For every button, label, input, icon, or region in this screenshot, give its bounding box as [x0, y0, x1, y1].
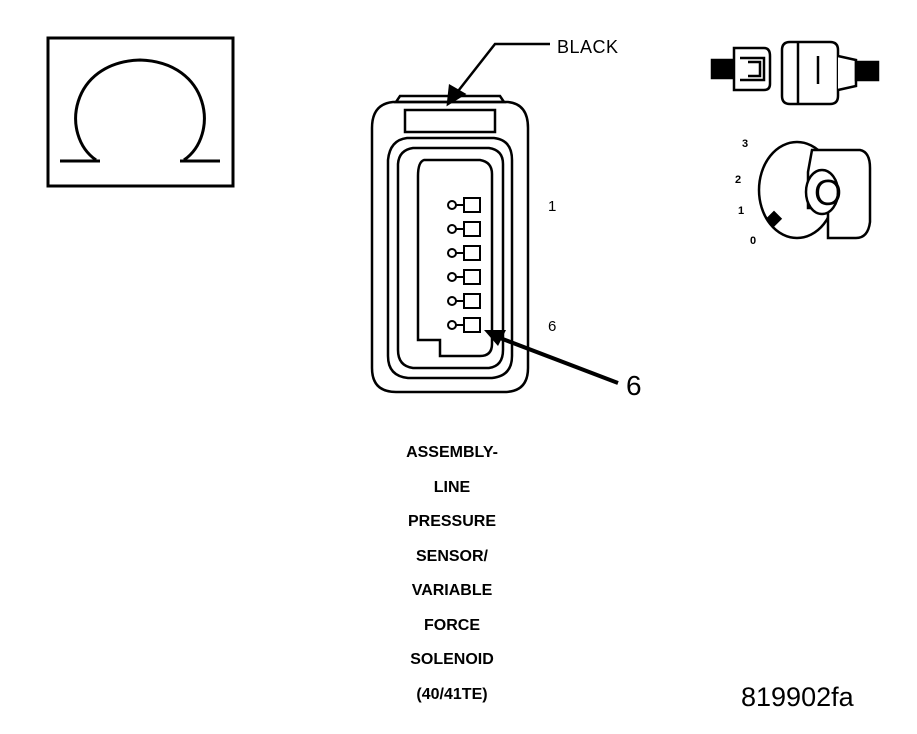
pin-callout-number: 6 — [626, 370, 642, 401]
caption-line: SENSOR/ — [415, 547, 488, 565]
caption-line: SOLENOID — [410, 651, 494, 668]
caption-line: VARIABLE — [411, 582, 493, 599]
key-symbol: O — [814, 172, 843, 213]
caption-line: PRESSURE — [407, 513, 497, 530]
pin-callout-leader — [484, 330, 619, 385]
ignition-position-label: 0 — [750, 235, 757, 247]
unplugged-connector-icon — [710, 40, 880, 106]
connector-body — [370, 94, 530, 394]
ignition-key-icon — [757, 140, 872, 240]
caption-line: LINE — [433, 478, 471, 496]
pin-label-last: 6 — [548, 318, 557, 335]
connector-caption: ASSEMBLY- LINE PRESSURE SENSOR/ VARIABLE… — [352, 443, 552, 719]
ohm-symbol-icon-graphic — [46, 36, 235, 188]
ignition-position-label: 1 — [738, 205, 745, 217]
figure-id: 819902fa — [741, 682, 854, 712]
wire-color-leader — [446, 42, 550, 107]
pin-label-first: 1 — [548, 198, 557, 215]
terminal-pin — [447, 293, 481, 309]
caption-line: FORCE — [424, 616, 480, 634]
terminal-pin — [447, 245, 481, 261]
terminal-pin — [447, 221, 481, 237]
ignition-position-label: 2 — [735, 174, 742, 186]
caption-line: ASSEMBLY- — [406, 444, 498, 461]
terminal-pins — [447, 197, 481, 333]
terminal-pin — [447, 269, 481, 285]
ignition-position-label: 3 — [742, 138, 749, 150]
terminal-pin — [447, 197, 481, 213]
terminal-pin — [447, 317, 481, 333]
wire-color-label: BLACK — [557, 37, 619, 57]
caption-line: (40/41TE) — [416, 685, 488, 703]
